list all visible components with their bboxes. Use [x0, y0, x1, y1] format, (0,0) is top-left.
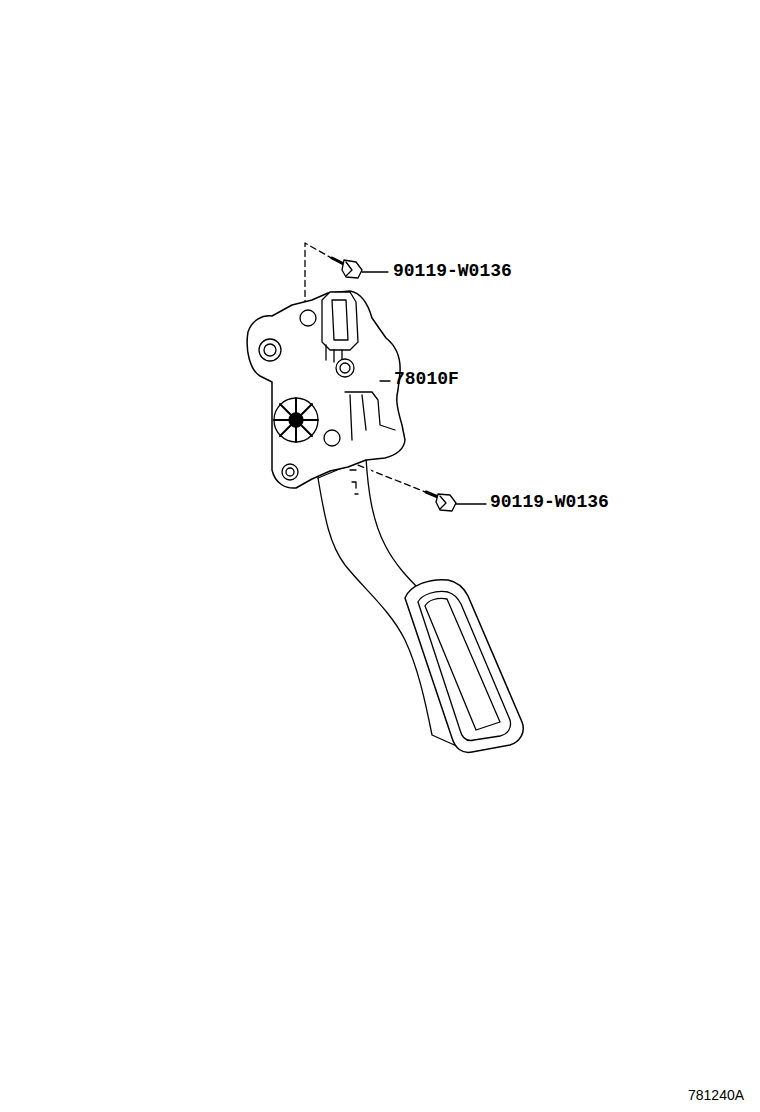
sensor-gear [274, 398, 318, 442]
leader-line [362, 271, 388, 272]
connector-detail [326, 300, 348, 362]
mount-hole [324, 430, 340, 446]
install-line [350, 462, 438, 497]
bolt [332, 258, 362, 278]
mount-hole [340, 363, 350, 373]
pedal-pad [405, 580, 523, 753]
mount-hole [300, 310, 316, 326]
pedal-pad-rim [418, 591, 511, 740]
label-holder: 781240A [688, 1086, 744, 1104]
part-number: 90119-W0136 [393, 262, 512, 282]
mount-hole [264, 344, 276, 356]
part-number: 78010F [394, 370, 459, 390]
bolt [426, 492, 456, 511]
figure-number: 781240A [688, 1088, 744, 1103]
mount-hole [282, 464, 298, 480]
pedal-pad-rim [425, 598, 500, 730]
connector [322, 292, 358, 350]
label-holder: 90119-W0136 [490, 493, 609, 513]
leader-line [380, 380, 390, 381]
mount-hole [286, 468, 294, 476]
label-holder: 78010F [394, 370, 459, 390]
mount-hole [336, 359, 354, 377]
part-number: 90119-W0136 [490, 493, 609, 513]
mount-boss [259, 339, 281, 361]
sensor-spokes [274, 398, 318, 442]
leader-line [456, 503, 486, 504]
label-holder: 90119-W0136 [393, 262, 512, 282]
housing-detail [345, 392, 395, 440]
pedal-housing [247, 291, 405, 488]
